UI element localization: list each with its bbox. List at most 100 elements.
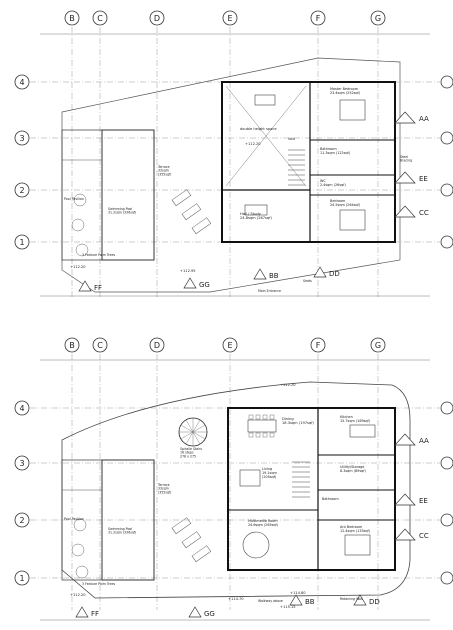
grid-bubble-label: 4: [19, 404, 24, 413]
grid-bubble-g: [370, 10, 386, 26]
spiral-tread: [180, 431, 194, 440]
house-wall: [221, 81, 396, 243]
grid-bubble-row: [14, 400, 30, 416]
level-mark: +112.95: [180, 269, 196, 273]
section-marker-label: DD: [369, 598, 380, 606]
grid-bubble-label: F: [316, 341, 321, 350]
site-boundary: [61, 381, 411, 599]
grid-bubble-b: [64, 337, 80, 353]
section-marker-label: BB: [269, 272, 279, 280]
palm-tree: [73, 193, 87, 207]
grid-bubble-row: [14, 130, 30, 146]
section-arrow: [78, 280, 92, 292]
level-mark: +114.80: [290, 591, 306, 595]
section-arrow: [353, 594, 367, 606]
level-mark: +112.20: [245, 142, 261, 146]
grid-bubble-label: B: [69, 14, 75, 23]
chair: [248, 432, 254, 438]
round-table: [242, 531, 270, 559]
house-wall: [227, 407, 396, 571]
grid-bubble-f: [310, 10, 326, 26]
bed: [339, 209, 366, 231]
section-marker-label: FF: [91, 610, 99, 618]
room-label-bathroom: Bathroom: [322, 497, 339, 501]
grid-bubble-g: [370, 337, 386, 353]
room-label-pool-pavilion: Pool Pavilion: [64, 517, 84, 521]
room-label-pool-pavilion: Pool Pavilion: [64, 197, 84, 201]
room-label-walkway: Walkway above: [258, 599, 283, 603]
bed: [339, 99, 366, 121]
grid-bubble-row-right: [440, 571, 453, 585]
spiral-tread: [180, 424, 194, 433]
grid-bubble-row: [14, 234, 30, 250]
site-boundary: [61, 57, 401, 293]
grid-bubble-row-right: [440, 235, 453, 249]
void-cross: [225, 85, 307, 187]
room-label-double-height: double height space: [240, 127, 277, 131]
section-marker-label: GG: [204, 610, 215, 618]
grid-bubble-row: [14, 182, 30, 198]
grid-bubble-row-right: [440, 131, 453, 145]
upper-floor-plan: [40, 33, 430, 297]
grid-bubble-label: 2: [19, 186, 24, 195]
sun-lounger: [171, 189, 192, 207]
section-marker-label: CC: [419, 532, 429, 540]
grid-bubble-label: C: [97, 14, 103, 23]
section-arrow: [394, 171, 416, 184]
grid-bubble-label: 3: [19, 134, 24, 143]
grid-bubble-label: D: [154, 341, 160, 350]
grid-bubble-label: 1: [19, 574, 24, 583]
grid-bubble-label: E: [227, 341, 232, 350]
chair: [255, 414, 261, 420]
pool-pavilion: [61, 459, 103, 581]
grid-bubble-row-right: [440, 456, 453, 470]
grid-bubble-d: [149, 337, 165, 353]
grid-bubble-e: [222, 337, 238, 353]
grid-bubble-row-right: [440, 401, 453, 415]
section-arrow: [313, 266, 327, 278]
grid-bubble-b: [64, 10, 80, 26]
section-arrow: [394, 493, 416, 506]
grid-bubble-row: [14, 570, 30, 586]
grid-bubble-row-right: [440, 513, 453, 527]
section-arrow: [183, 277, 197, 289]
spiral-tread: [185, 431, 194, 445]
section-arrow: [394, 433, 416, 446]
palm-tree: [75, 565, 89, 579]
grid-bubble-row-right: [440, 183, 453, 197]
section-marker-label: EE: [419, 497, 428, 505]
sun-lounger: [191, 217, 212, 235]
spiral-tread: [192, 431, 201, 445]
chair: [262, 432, 268, 438]
level-mark: +112.20: [280, 383, 296, 387]
grid-bubble-row-right: [440, 75, 453, 89]
grid-bubble-e: [222, 10, 238, 26]
room-label-feature-palm: 3 Feature Palm Trees: [82, 582, 115, 586]
grid-bubble-row: [14, 455, 30, 471]
chair: [262, 414, 268, 420]
room-label-feature-palm: 3 Feature Palm Trees: [82, 253, 115, 257]
grid-bubble-label: 3: [19, 459, 24, 468]
level-mark: +112.20: [70, 265, 86, 269]
grid-bubble-label: 4: [19, 78, 24, 87]
section-marker-label: AA: [419, 437, 429, 445]
spiral-tread: [192, 424, 206, 433]
chair: [269, 432, 275, 438]
grid-bubble-label: G: [375, 14, 381, 23]
spiral-tread: [185, 419, 194, 433]
palm-tree: [75, 243, 89, 257]
room-label-seats: Seats: [303, 279, 312, 283]
section-arrow: [394, 528, 416, 541]
sun-lounger: [181, 203, 202, 221]
